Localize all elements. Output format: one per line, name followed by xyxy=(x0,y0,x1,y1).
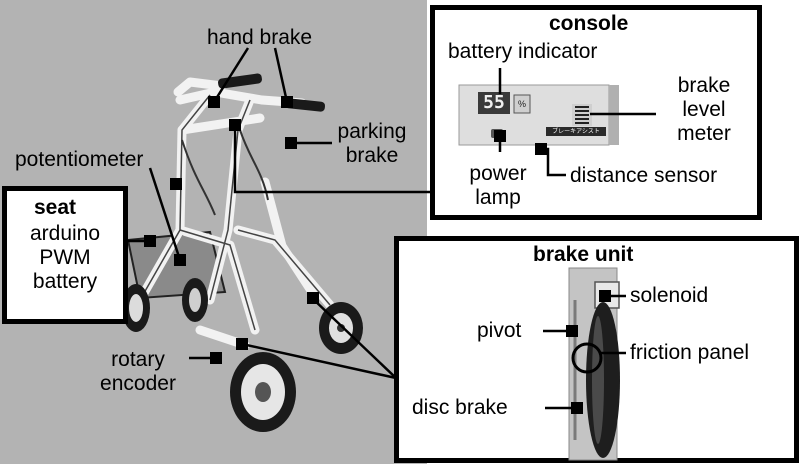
distance-sensor-label: distance sensor xyxy=(570,164,718,187)
rear-right-wheel xyxy=(230,352,296,432)
seat-item: PWM xyxy=(39,246,91,269)
console-box xyxy=(430,5,762,220)
console-title: console xyxy=(549,12,629,35)
front-left-wheel xyxy=(122,284,150,332)
battery-indicator-display xyxy=(478,92,510,114)
rotary-encoder-label: rotary encoder xyxy=(88,348,188,396)
seat-contents: arduino PWM battery xyxy=(10,222,120,294)
rotary-encoder-label-line: encoder xyxy=(100,372,176,395)
walker-illustration xyxy=(122,73,363,432)
rotary-encoder-label-line: rotary xyxy=(111,348,165,371)
seat-item: arduino xyxy=(29,222,101,245)
power-lamp-label: power lamp xyxy=(455,162,541,210)
battery-indicator-label: battery indicator xyxy=(448,40,598,63)
console-panel xyxy=(458,84,619,146)
power-lamp-label-line: lamp xyxy=(475,186,521,209)
brake-assist-panel-text: ブレーキアシスト xyxy=(552,128,600,135)
seat-item: battery xyxy=(32,270,98,293)
cable xyxy=(181,139,216,216)
friction-panel-label: friction panel xyxy=(630,341,750,364)
power-lamp-label-line: power xyxy=(469,162,527,185)
seat-title: seat xyxy=(34,196,77,219)
disc-brake-label: disc brake xyxy=(412,396,508,419)
right-grip xyxy=(284,98,326,112)
pivot-label: pivot xyxy=(477,319,522,342)
brake-level-meter-label: brake level meter xyxy=(658,74,750,146)
parking-brake-label-line: brake xyxy=(345,144,399,167)
brake-level-meter-label-line: level xyxy=(682,98,726,121)
brake-level-meter-label-line: brake xyxy=(677,74,731,97)
seat-box xyxy=(2,186,128,324)
brake-level-meter-label-line: meter xyxy=(677,122,731,145)
battery-display-unit: % xyxy=(517,99,526,109)
brake-unit-title: brake unit xyxy=(533,243,634,266)
solenoid-label: solenoid xyxy=(630,284,709,307)
parking-brake-label: parking brake xyxy=(330,120,414,168)
leader-lines xyxy=(124,47,656,410)
parking-brake-label-line: parking xyxy=(337,120,407,143)
hand-brake-label: hand brake xyxy=(207,26,313,49)
friction-panel-circle xyxy=(571,342,603,374)
rear-left-wheel xyxy=(182,278,208,322)
potentiometer-label: potentiometer xyxy=(15,148,144,171)
marker-squares xyxy=(144,96,611,414)
left-grip xyxy=(218,73,262,89)
battery-display-digits: 55 xyxy=(483,92,505,113)
